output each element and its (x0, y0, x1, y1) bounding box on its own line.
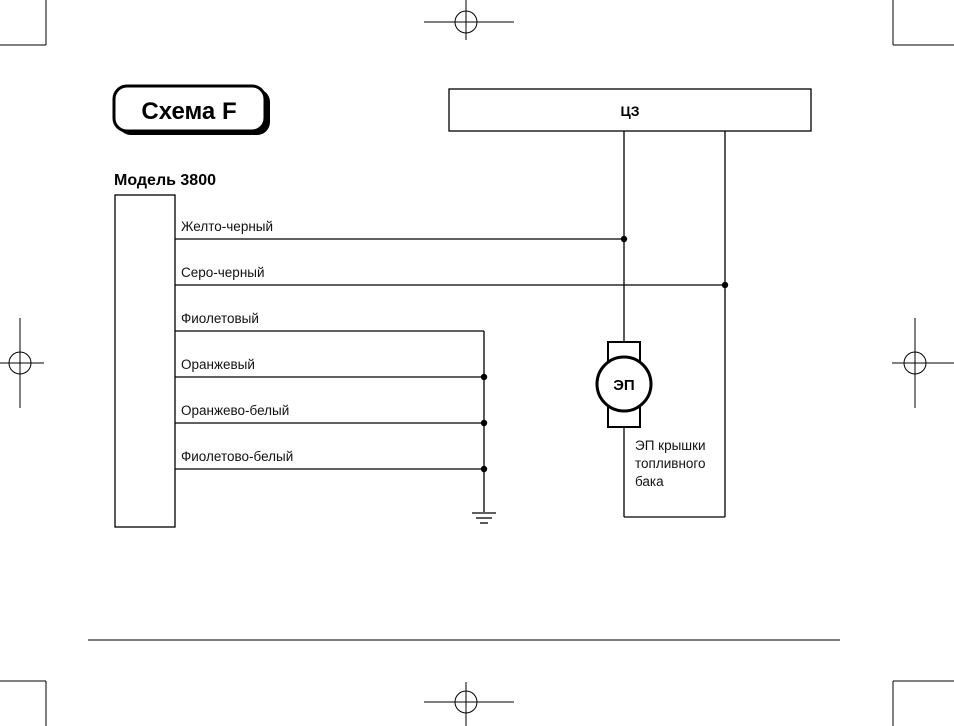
wire-label: Серо-черный (181, 265, 265, 280)
title-badge: Схема F (114, 86, 270, 135)
junction-dot (481, 374, 487, 380)
registration-mark-bottom (424, 682, 514, 726)
schema-title: Схема F (141, 98, 236, 125)
junction-dot (481, 420, 487, 426)
ground-icon (472, 513, 496, 523)
registration-mark-left (0, 318, 44, 408)
wire-label: Фиолетовый (181, 311, 259, 326)
junction-dot (621, 236, 627, 242)
model-label: Модель 3800 (114, 172, 216, 189)
wire-label: Оранжевый (181, 357, 255, 372)
central-lock-label: ЦЗ (621, 103, 640, 119)
motor-icon: ЭП (597, 342, 651, 427)
motor-caption-line: бака (635, 474, 664, 489)
registration-mark-top (424, 0, 514, 40)
junctions (481, 236, 728, 472)
alarm-unit-block (115, 195, 175, 527)
motor-label: ЭП (613, 377, 634, 394)
registration-mark-right (892, 318, 954, 408)
junction-dot (722, 282, 728, 288)
wire-label: Фиолетово-белый (181, 449, 293, 464)
wire-label: Желто-черный (181, 219, 273, 234)
wire-label: Оранжево-белый (181, 403, 289, 418)
motor-caption-line: топливного (635, 456, 706, 471)
motor-caption-line: ЭП крышки (635, 438, 706, 453)
junction-dot (481, 466, 487, 472)
